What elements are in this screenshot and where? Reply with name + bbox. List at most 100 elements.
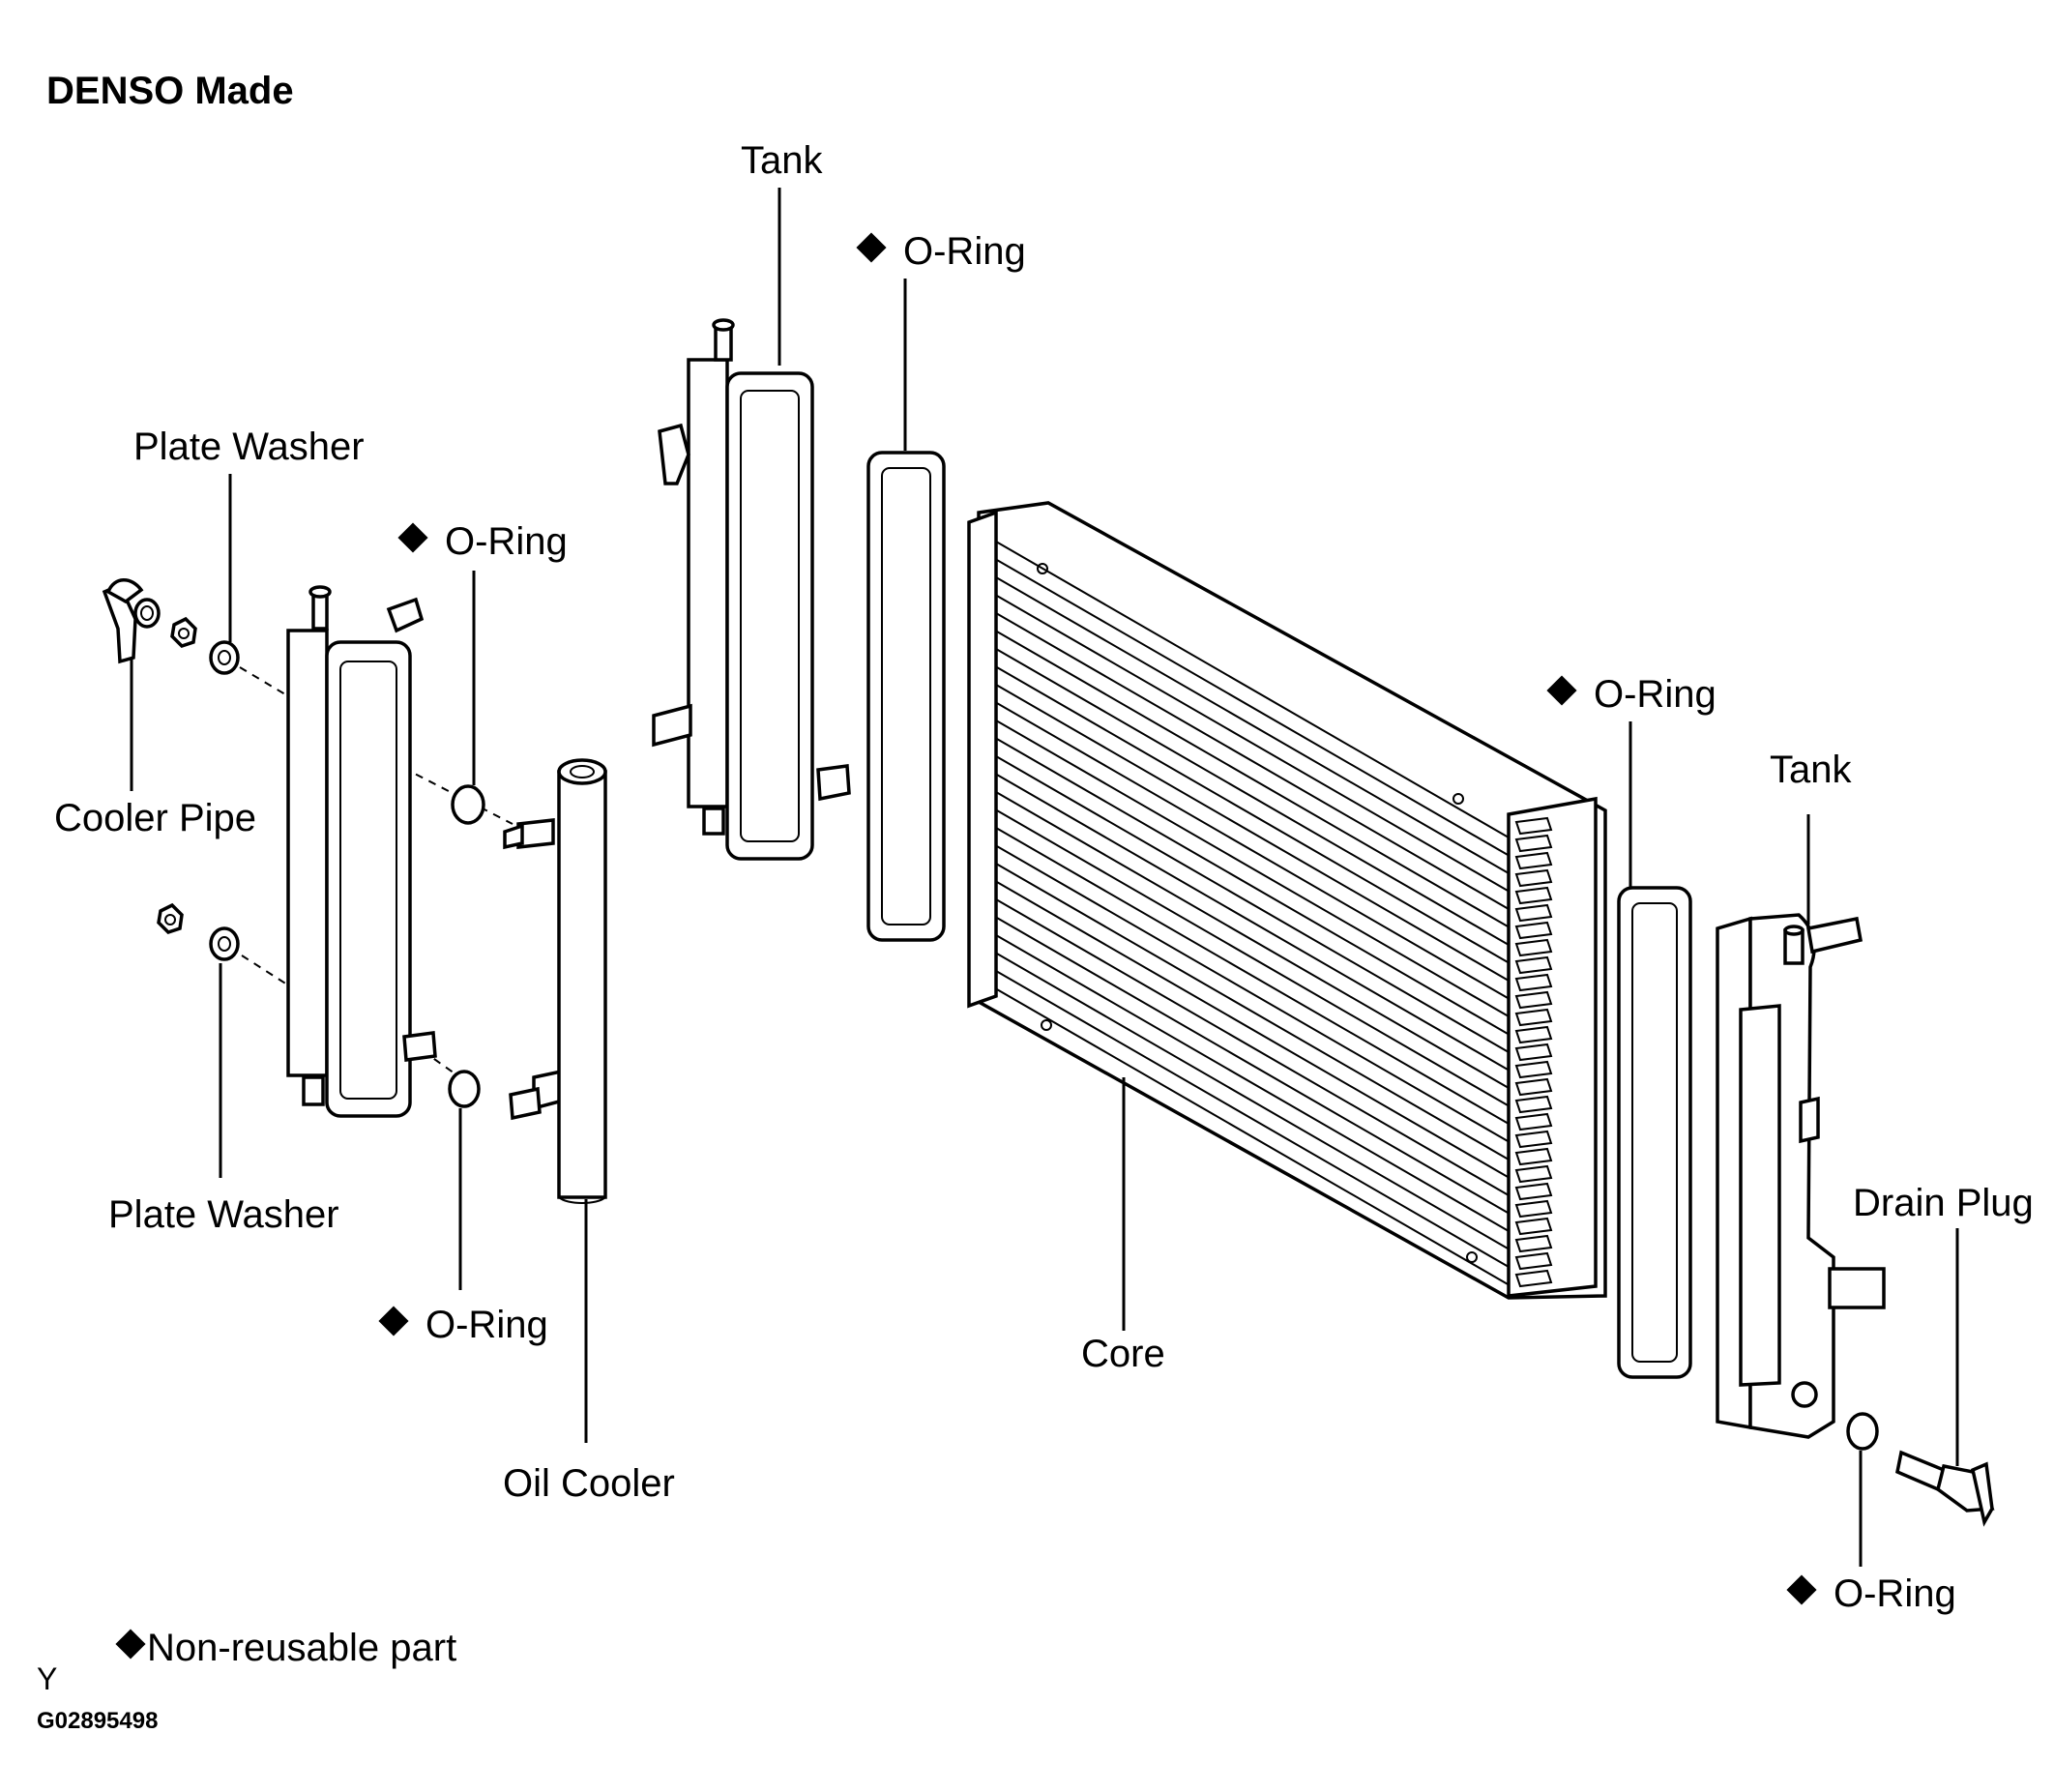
nut-top-part <box>170 616 197 649</box>
core-fin-line <box>995 916 1510 1215</box>
core-fin-line <box>995 863 1510 1160</box>
core-header-tooth <box>1514 1164 1553 1184</box>
core-header-tooth <box>1514 868 1553 888</box>
oring-bottom-right-part <box>1846 1412 1879 1451</box>
core-part <box>967 501 1607 1300</box>
label-oring-top-text: O-Ring <box>903 230 1026 273</box>
label-oring-right: O-Ring <box>1546 673 1717 716</box>
core-fin-line <box>995 880 1510 1179</box>
core-fin-line <box>995 541 1510 838</box>
core-header-tooth <box>1514 1182 1553 1201</box>
core-fin-line <box>995 558 1510 857</box>
core-fin-line <box>995 898 1510 1196</box>
diamond-icon <box>378 1306 409 1337</box>
label-oring-bottom-right-text: O-Ring <box>1834 1572 1956 1615</box>
oring-top-gasket-part <box>866 451 946 942</box>
core-header-tooth <box>1514 1217 1553 1236</box>
core-header-tooth <box>1514 1095 1553 1114</box>
core-header-tooth <box>1514 1077 1553 1097</box>
core-header-tooth <box>1514 973 1553 992</box>
leader-lines <box>130 188 1959 1567</box>
legend-text: Non-reusable part <box>147 1627 457 1669</box>
core-header-tooth <box>1514 1234 1553 1253</box>
label-oil-cooler: Oil Cooler <box>503 1462 675 1505</box>
core-fin-line <box>995 791 1510 1089</box>
label-oring-bottom-left-text: O-Ring <box>425 1304 548 1346</box>
plate-washer-bottom-part <box>209 926 240 961</box>
oil-cooler-part <box>503 758 607 1204</box>
core-header-tooth <box>1514 1251 1553 1271</box>
core-fin-line <box>995 701 1510 1000</box>
diamond-icon <box>1786 1574 1817 1605</box>
core-fin-line <box>995 576 1510 874</box>
core-header-tooth <box>1514 1269 1553 1288</box>
core-fin-line <box>995 987 1510 1286</box>
core-header-tooth <box>1514 1199 1553 1219</box>
core-fin-line <box>995 970 1510 1268</box>
label-plate-washer-bottom: Plate Washer <box>108 1193 339 1236</box>
core-header-tooth <box>1514 816 1553 836</box>
core-fin-line <box>995 737 1510 1036</box>
label-oring-right-text: O-Ring <box>1594 673 1717 716</box>
core-header-tooth <box>1514 1130 1553 1149</box>
core-fin-line <box>995 630 1510 928</box>
label-oring-top: O-Ring <box>856 230 1026 273</box>
core-header-tooth <box>1514 1147 1553 1166</box>
diamond-icon <box>115 1629 146 1660</box>
core-fin-line <box>995 827 1510 1125</box>
legend-non-reusable: Non-reusable part <box>115 1627 457 1669</box>
core-fin-line <box>995 844 1510 1143</box>
core-fin-line <box>995 684 1510 982</box>
core-header-tooth <box>1514 834 1553 853</box>
oring-right-gasket-part <box>1617 886 1692 1379</box>
top-tank-part <box>652 318 851 861</box>
oring-mid-left-part <box>451 784 485 825</box>
core-header-tooth <box>1514 1043 1553 1062</box>
core-header-tooth <box>1514 1112 1553 1131</box>
core-header-tooth <box>1514 1060 1553 1079</box>
core-header-tooth <box>1514 903 1553 923</box>
right-tank-part <box>1716 913 1886 1439</box>
core-header-tooth <box>1514 938 1553 957</box>
core-fin-line <box>995 952 1510 1250</box>
label-plate-washer-top: Plate Washer <box>133 426 365 468</box>
page-title: DENSO Made <box>46 70 294 112</box>
core-header-tooth <box>1514 921 1553 940</box>
core-header-tooth <box>1514 955 1553 975</box>
left-tank-part <box>286 585 437 1118</box>
label-tank-top: Tank <box>741 139 823 182</box>
core-fin-line <box>995 808 1510 1107</box>
core-header-tooth <box>1514 1008 1553 1027</box>
drain-plug-part <box>1895 1450 1995 1527</box>
label-core: Core <box>1081 1333 1165 1375</box>
cooler-pipe-part <box>102 578 161 664</box>
core-header-tooth <box>1514 1025 1553 1044</box>
footer-letter: Y <box>37 1661 58 1696</box>
core-header-tooth <box>1514 851 1553 870</box>
label-oring-bottom-right: O-Ring <box>1786 1572 1956 1615</box>
core-fin-line <box>995 665 1510 964</box>
diamond-icon <box>1546 675 1577 706</box>
figure-code: G02895498 <box>37 1708 159 1734</box>
core-fin-line <box>995 755 1510 1053</box>
core-fin-line <box>995 773 1510 1072</box>
core-fin-line <box>995 934 1510 1232</box>
core-fin-line <box>995 594 1510 893</box>
oring-bottom-left-part <box>448 1070 481 1108</box>
diamond-icon <box>856 232 887 263</box>
label-tank-right: Tank <box>1770 749 1852 791</box>
label-cooler-pipe: Cooler Pipe <box>54 797 257 839</box>
core-fin-line <box>995 648 1510 946</box>
label-oring-bottom-left: O-Ring <box>378 1304 548 1346</box>
label-drain-plug: Drain Plug <box>1853 1182 2034 1224</box>
core-header-tooth <box>1514 990 1553 1010</box>
label-oring-mid-left-text: O-Ring <box>445 520 568 563</box>
diamond-icon <box>397 522 428 553</box>
nut-bottom-part <box>157 902 184 935</box>
core-fin-line <box>995 612 1510 910</box>
core-fin-line <box>995 720 1510 1017</box>
label-oring-mid-left: O-Ring <box>397 520 568 563</box>
core-header-tooth <box>1514 886 1553 905</box>
